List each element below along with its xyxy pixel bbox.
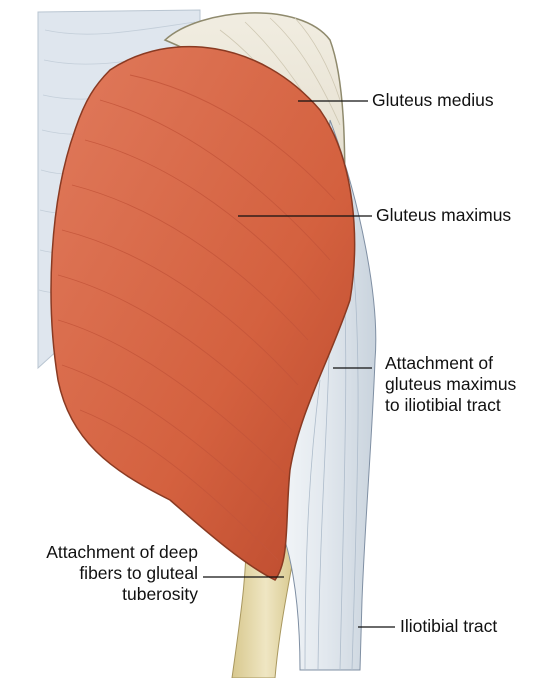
gluteus-maximus-shape [50, 45, 356, 581]
label-attachment-deep-line2: fibers to gluteal [79, 563, 198, 583]
gluteus-maximus-fibers [57, 74, 336, 561]
label-attachment-itb-line2: gluteus maximus [385, 374, 517, 394]
label-attachment-deep: Attachment of deep fibers to gluteal tub… [46, 542, 198, 605]
label-gluteus-medius: Gluteus medius [372, 90, 494, 110]
label-attachment-itb-line3: to iliotibial tract [385, 395, 501, 415]
label-iliotibial-tract: Iliotibial tract [400, 616, 498, 636]
label-attachment-deep-line1: Attachment of deep [46, 542, 198, 562]
label-attachment-deep-line3: tuberosity [122, 584, 198, 604]
label-gluteus-maximus: Gluteus maximus [376, 205, 512, 225]
leader-lines [203, 100, 395, 628]
label-attachment-itb-line1: Attachment of [385, 353, 493, 373]
label-attachment-itb: Attachment of gluteus maximus to iliotib… [385, 353, 516, 416]
